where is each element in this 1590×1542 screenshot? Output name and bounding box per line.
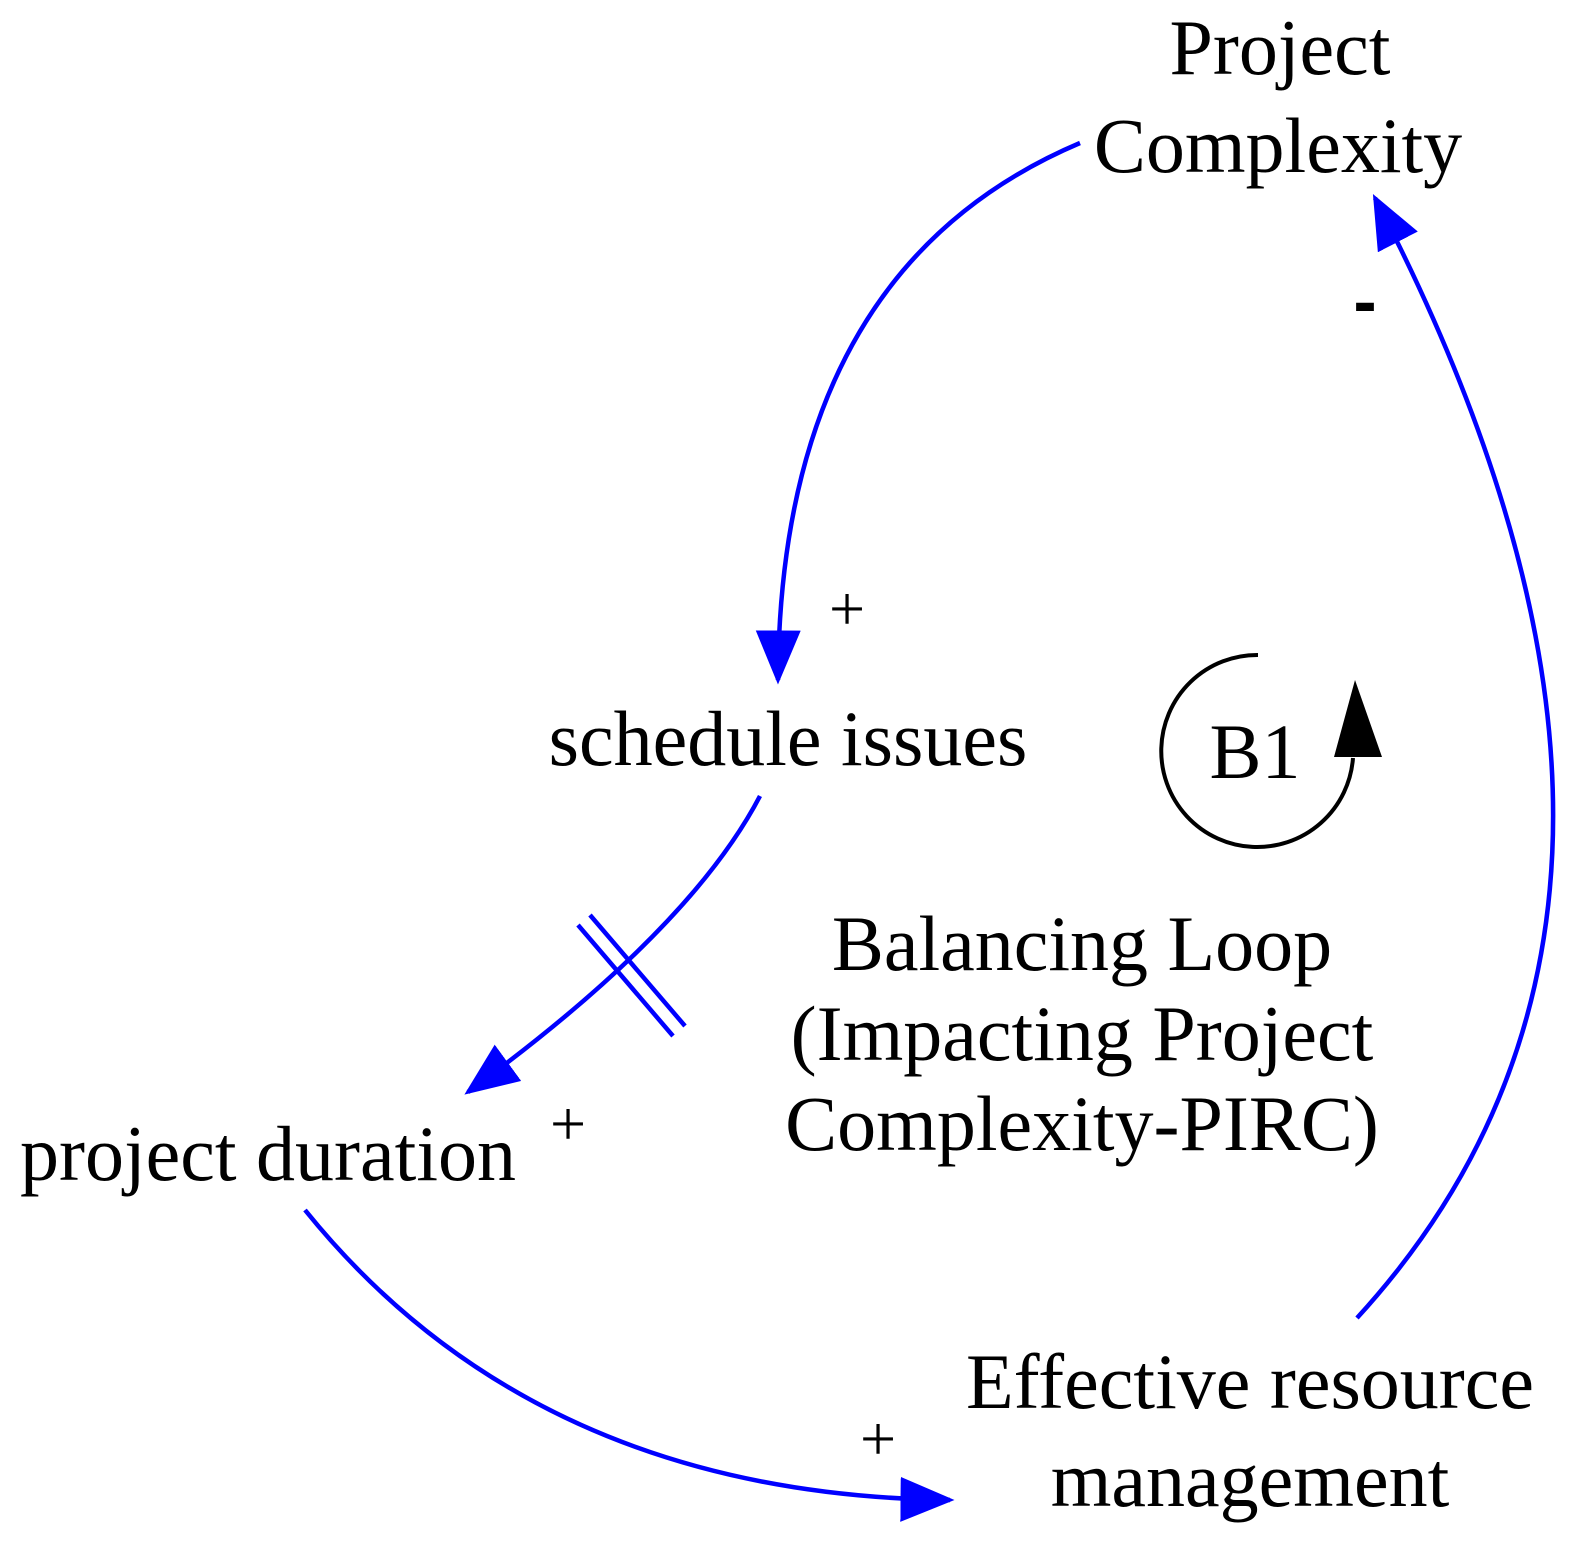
node-schedule-issues: schedule issues	[549, 695, 1028, 782]
polarity-resource-to-complexity: -	[1353, 262, 1376, 340]
loop-marker-b1: B1	[1159, 652, 1382, 849]
link-resource-to-complexity	[1355, 194, 1556, 1320]
node-project-complexity: Project Complexity	[1094, 4, 1462, 189]
node-effective-resource-management-line1: Effective resource	[966, 1338, 1534, 1425]
node-effective-resource-management: Effective resource management	[966, 1338, 1534, 1523]
link-complexity-to-schedule	[755, 140, 1081, 685]
loop-id: B1	[1209, 708, 1300, 795]
loop-arrowhead-icon	[1334, 680, 1382, 757]
node-project-complexity-line1: Project	[1170, 4, 1391, 91]
loop-type-line1: Balancing Loop	[832, 900, 1332, 987]
polarity-complexity-to-schedule: +	[829, 573, 865, 644]
loop-type-line2: (Impacting Project	[791, 990, 1374, 1077]
node-project-duration: project duration	[20, 1110, 516, 1197]
delay-mark	[576, 913, 687, 1038]
loop-type-label: Balancing Loop (Impacting Project Comple…	[785, 900, 1379, 1167]
loop-arc	[1159, 652, 1355, 849]
link-duration-to-resource	[303, 1208, 955, 1522]
polarity-duration-to-resource: +	[860, 1403, 896, 1474]
loop-type-line3: Complexity-PIRC)	[785, 1080, 1379, 1167]
node-effective-resource-management-line2: management	[1051, 1436, 1450, 1523]
link-schedule-to-duration	[464, 794, 762, 1095]
node-project-complexity-line2: Complexity	[1094, 102, 1462, 189]
polarity-schedule-to-duration: +	[550, 1088, 586, 1159]
